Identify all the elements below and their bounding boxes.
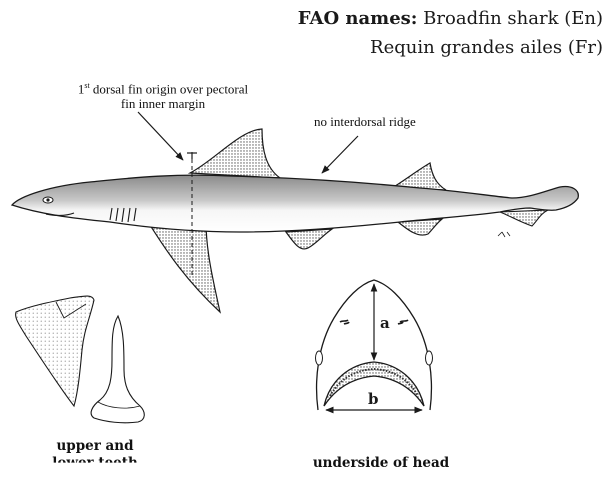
caudal-fin — [500, 210, 548, 226]
first-dorsal-fin — [190, 129, 280, 178]
shark-body-drawing — [12, 129, 578, 312]
teeth-caption: upper and lower teeth — [40, 438, 150, 474]
head-underside-drawing: a b — [316, 280, 433, 410]
shark-body — [12, 175, 578, 232]
teeth-drawing — [16, 296, 145, 423]
interdorsal-arrow — [322, 136, 358, 173]
teeth-caption-line2: lower teeth — [40, 455, 150, 472]
upper-tooth — [16, 296, 94, 406]
dorsal-origin-arrow — [138, 112, 183, 160]
pectoral-fin — [148, 222, 220, 312]
head-caption: underside of head — [296, 455, 466, 471]
pelvic-fin — [286, 229, 332, 249]
measure-b-label: b — [368, 390, 379, 408]
artist-mark — [498, 232, 510, 237]
measure-a-label: a — [380, 314, 390, 332]
teeth-caption-line1: upper and — [40, 438, 150, 455]
